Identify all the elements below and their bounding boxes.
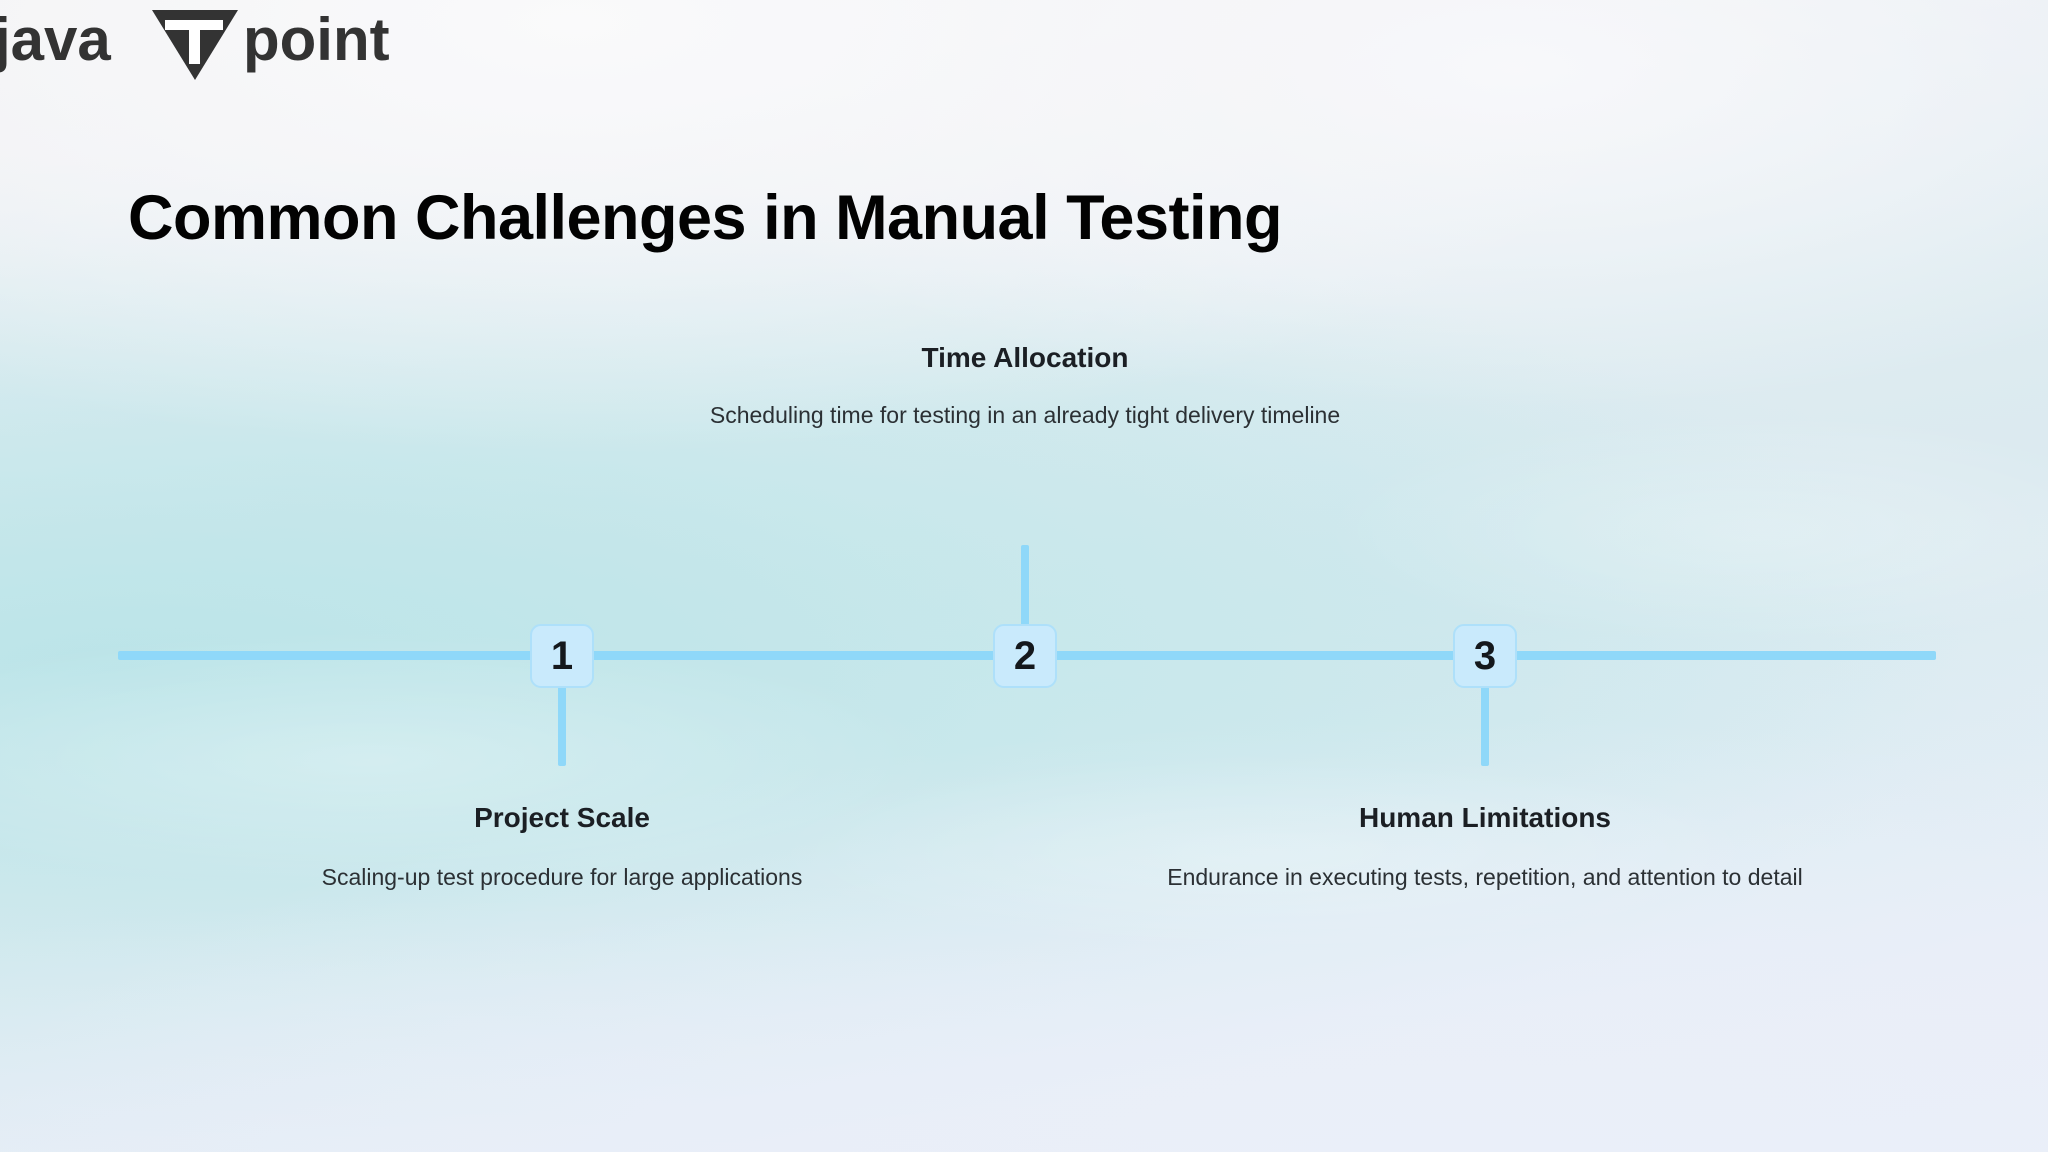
timeline-node-3[interactable]: 3 <box>1453 624 1517 688</box>
logo-word-left: java <box>0 6 111 73</box>
timeline-description-1: Scaling-up test procedure for large appl… <box>321 864 803 890</box>
timeline-marker-1[interactable]: 1 <box>530 624 594 688</box>
timeline-text-block-3: Human Limitations Endurance in executing… <box>1120 800 1850 896</box>
page-title: Common Challenges in Manual Testing <box>128 183 1282 253</box>
timeline-heading-2: Time Allocation <box>921 342 1129 373</box>
javatpoint-logo-icon: java point <box>0 6 390 80</box>
timeline-text-block-1: Project Scale Scaling-up test procedure … <box>197 800 927 896</box>
timeline-connector-3 <box>1481 686 1489 766</box>
timeline-text-block-2: Time Allocation Scheduling time for test… <box>660 340 1390 448</box>
timeline-heading-3: Human Limitations <box>1358 802 1611 833</box>
timeline-marker-2[interactable]: 2 <box>993 624 1057 688</box>
timeline-connector-2 <box>1021 545 1029 627</box>
javatpoint-logo: java point <box>0 2 420 80</box>
logo-word-right: point <box>243 6 390 73</box>
timeline-node-1[interactable]: 1 <box>530 624 594 688</box>
timeline-connector-1 <box>558 686 566 766</box>
timeline-node-2[interactable]: 2 <box>993 624 1057 688</box>
timeline-description-2: Scheduling time for testing in an alread… <box>709 402 1341 428</box>
logo-t-stem <box>189 20 200 64</box>
timeline-description-3: Endurance in executing tests, repetition… <box>1167 864 1803 890</box>
timeline-heading-1: Project Scale <box>474 802 650 833</box>
timeline-marker-3[interactable]: 3 <box>1453 624 1517 688</box>
